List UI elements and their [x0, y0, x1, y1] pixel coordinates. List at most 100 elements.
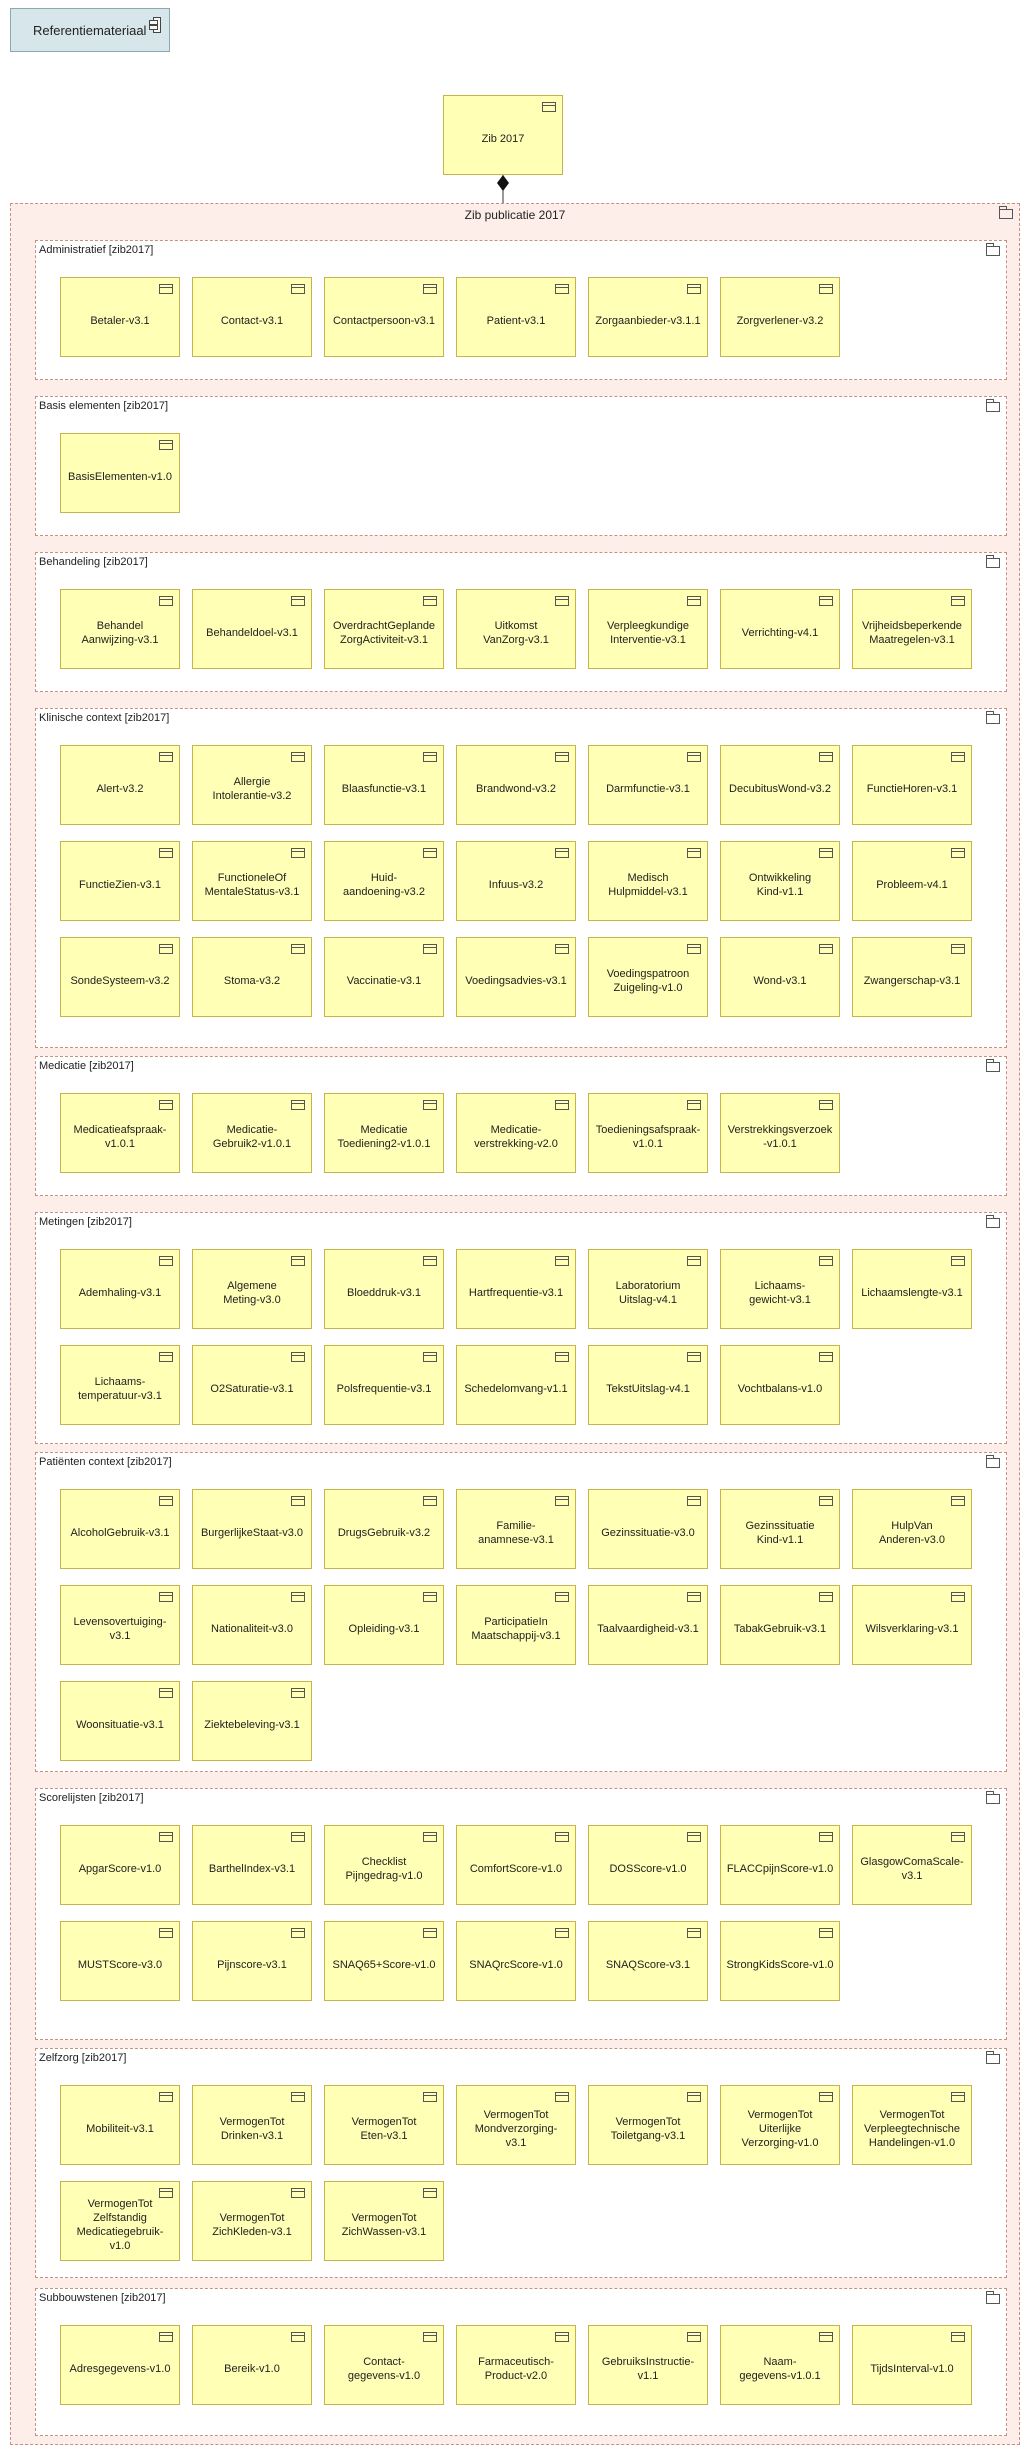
zib-card[interactable]: Voedingspatroon Zuigeling-v1.0: [588, 937, 708, 1017]
zib-publicatie-2017-container[interactable]: Zib publicatie 2017 Administratief [zib2…: [10, 203, 1020, 2445]
zib-card[interactable]: Medisch Hulpmiddel-v3.1: [588, 841, 708, 921]
zib-card[interactable]: Zorgaanbieder-v3.1.1: [588, 277, 708, 357]
zib-card[interactable]: BurgerlijkeStaat-v3.0: [192, 1489, 312, 1569]
zib-card[interactable]: Polsfrequentie-v3.1: [324, 1345, 444, 1425]
zib-card[interactable]: SNAQ65+Score-v1.0: [324, 1921, 444, 2001]
package-group[interactable]: Subbouwstenen [zib2017]Adresgegevens-v1.…: [35, 2288, 1007, 2436]
zib-card[interactable]: Blaasfunctie-v3.1: [324, 745, 444, 825]
zib-card[interactable]: Wond-v3.1: [720, 937, 840, 1017]
zib-card[interactable]: SNAQScore-v3.1: [588, 1921, 708, 2001]
zib-card[interactable]: GlasgowComaScale- v3.1: [852, 1825, 972, 1905]
zib-card[interactable]: VermogenTot Toiletgang-v3.1: [588, 2085, 708, 2165]
zib-card[interactable]: FLACCpijnScore-v1.0: [720, 1825, 840, 1905]
zib-card[interactable]: Laboratorium Uitslag-v4.1: [588, 1249, 708, 1329]
zib-card[interactable]: Zorgverlener-v3.2: [720, 277, 840, 357]
zib-card[interactable]: Patient-v3.1: [456, 277, 576, 357]
zib-card[interactable]: VermogenTot Eten-v3.1: [324, 2085, 444, 2165]
zib-card[interactable]: OverdrachtGeplande ZorgActiviteit-v3.1: [324, 589, 444, 669]
zib-card[interactable]: Behandeldoel-v3.1: [192, 589, 312, 669]
zib-card[interactable]: Ziektebeleving-v3.1: [192, 1681, 312, 1761]
zib-card[interactable]: Medicatieafspraak- v1.0.1: [60, 1093, 180, 1173]
zib-card[interactable]: VermogenTot Mondverzorging- v3.1: [456, 2085, 576, 2165]
zib-card[interactable]: Hartfrequentie-v3.1: [456, 1249, 576, 1329]
zib-card[interactable]: DecubitusWond-v3.2: [720, 745, 840, 825]
zib-card[interactable]: Brandwond-v3.2: [456, 745, 576, 825]
zib-card[interactable]: Gezinssituatie Kind-v1.1: [720, 1489, 840, 1569]
zib-card[interactable]: Verpleegkundige Interventie-v3.1: [588, 589, 708, 669]
zib-card[interactable]: FunctieZien-v3.1: [60, 841, 180, 921]
zib-card[interactable]: ApgarScore-v1.0: [60, 1825, 180, 1905]
zib-card[interactable]: Contact-v3.1: [192, 277, 312, 357]
zib-card[interactable]: Probleem-v4.1: [852, 841, 972, 921]
zib-card[interactable]: StrongKidsScore-v1.0: [720, 1921, 840, 2001]
zib-card[interactable]: Lichaamslengte-v3.1: [852, 1249, 972, 1329]
zib-2017-root[interactable]: Zib 2017: [443, 95, 563, 175]
zib-card[interactable]: Medicatie- verstrekking-v2.0: [456, 1093, 576, 1173]
zib-card[interactable]: Wilsverklaring-v3.1: [852, 1585, 972, 1665]
zib-card[interactable]: Ademhaling-v3.1: [60, 1249, 180, 1329]
package-group[interactable]: Patiënten context [zib2017]AlcoholGebrui…: [35, 1452, 1007, 1772]
zib-card[interactable]: Naam- gegevens-v1.0.1: [720, 2325, 840, 2405]
zib-card[interactable]: VermogenTot Uiterlijke Verzorging-v1.0: [720, 2085, 840, 2165]
zib-card[interactable]: BarthelIndex-v3.1: [192, 1825, 312, 1905]
zib-card[interactable]: Nationaliteit-v3.0: [192, 1585, 312, 1665]
zib-card[interactable]: Schedelomvang-v1.1: [456, 1345, 576, 1425]
zib-card[interactable]: ComfortScore-v1.0: [456, 1825, 576, 1905]
zib-card[interactable]: VermogenTot Drinken-v3.1: [192, 2085, 312, 2165]
zib-card[interactable]: Bloeddruk-v3.1: [324, 1249, 444, 1329]
zib-card[interactable]: Medicatie Toediening2-v1.0.1: [324, 1093, 444, 1173]
zib-card[interactable]: SondeSysteem-v3.2: [60, 937, 180, 1017]
zib-card[interactable]: SNAQrcScore-v1.0: [456, 1921, 576, 2001]
zib-card[interactable]: Bereik-v1.0: [192, 2325, 312, 2405]
zib-card[interactable]: VermogenTot ZichKleden-v3.1: [192, 2181, 312, 2261]
zib-card[interactable]: HulpVan Anderen-v3.0: [852, 1489, 972, 1569]
zib-card[interactable]: VermogenTot Zelfstandig Medicatiegebruik…: [60, 2181, 180, 2261]
zib-card[interactable]: DOSScore-v1.0: [588, 1825, 708, 1905]
zib-card[interactable]: Lichaams- temperatuur-v3.1: [60, 1345, 180, 1425]
package-group[interactable]: Medicatie [zib2017]Medicatieafspraak- v1…: [35, 1056, 1007, 1196]
zib-card[interactable]: FunctieHoren-v3.1: [852, 745, 972, 825]
zib-card[interactable]: Woonsituatie-v3.1: [60, 1681, 180, 1761]
zib-card[interactable]: Taalvaardigheid-v3.1: [588, 1585, 708, 1665]
zib-card[interactable]: TijdsInterval-v1.0: [852, 2325, 972, 2405]
zib-card[interactable]: Lichaams- gewicht-v3.1: [720, 1249, 840, 1329]
zib-card[interactable]: Contact- gegevens-v1.0: [324, 2325, 444, 2405]
zib-card[interactable]: AlcoholGebruik-v3.1: [60, 1489, 180, 1569]
zib-card[interactable]: Toedieningsafspraak- v1.0.1: [588, 1093, 708, 1173]
zib-card[interactable]: Vochtbalans-v1.0: [720, 1345, 840, 1425]
zib-card[interactable]: MUSTScore-v3.0: [60, 1921, 180, 2001]
zib-card[interactable]: Verrichting-v4.1: [720, 589, 840, 669]
zib-card[interactable]: Infuus-v3.2: [456, 841, 576, 921]
package-group[interactable]: Behandeling [zib2017]Behandel Aanwijzing…: [35, 552, 1007, 692]
zib-card[interactable]: Gezinssituatie-v3.0: [588, 1489, 708, 1569]
zib-card[interactable]: VermogenTot Verpleegtechnische Handeling…: [852, 2085, 972, 2165]
zib-card[interactable]: Pijnscore-v3.1: [192, 1921, 312, 2001]
zib-card[interactable]: Uitkomst VanZorg-v3.1: [456, 589, 576, 669]
zib-card[interactable]: Medicatie- Gebruik2-v1.0.1: [192, 1093, 312, 1173]
zib-card[interactable]: Familie- anamnese-v3.1: [456, 1489, 576, 1569]
zib-card[interactable]: O2Saturatie-v3.1: [192, 1345, 312, 1425]
zib-card[interactable]: BasisElementen-v1.0: [60, 433, 180, 513]
zib-card[interactable]: Zwangerschap-v3.1: [852, 937, 972, 1017]
zib-card[interactable]: Darmfunctie-v3.1: [588, 745, 708, 825]
zib-card[interactable]: Voedingsadvies-v3.1: [456, 937, 576, 1017]
zib-card[interactable]: Behandel Aanwijzing-v3.1: [60, 589, 180, 669]
zib-card[interactable]: Contactpersoon-v3.1: [324, 277, 444, 357]
zib-card[interactable]: VermogenTot ZichWassen-v3.1: [324, 2181, 444, 2261]
zib-card[interactable]: Betaler-v3.1: [60, 277, 180, 357]
zib-card[interactable]: Algemene Meting-v3.0: [192, 1249, 312, 1329]
zib-card[interactable]: DrugsGebruik-v3.2: [324, 1489, 444, 1569]
reference-material-note[interactable]: Referentiemateriaal: [10, 8, 170, 52]
zib-card[interactable]: GebruiksInstructie- v1.1: [588, 2325, 708, 2405]
zib-card[interactable]: Vaccinatie-v3.1: [324, 937, 444, 1017]
zib-card[interactable]: ParticipatieIn Maatschappij-v3.1: [456, 1585, 576, 1665]
zib-card[interactable]: Farmaceutisch- Product-v2.0: [456, 2325, 576, 2405]
zib-card[interactable]: TabakGebruik-v3.1: [720, 1585, 840, 1665]
zib-card[interactable]: Levensovertuiging- v3.1: [60, 1585, 180, 1665]
zib-card[interactable]: Vrijheidsbeperkende Maatregelen-v3.1: [852, 589, 972, 669]
